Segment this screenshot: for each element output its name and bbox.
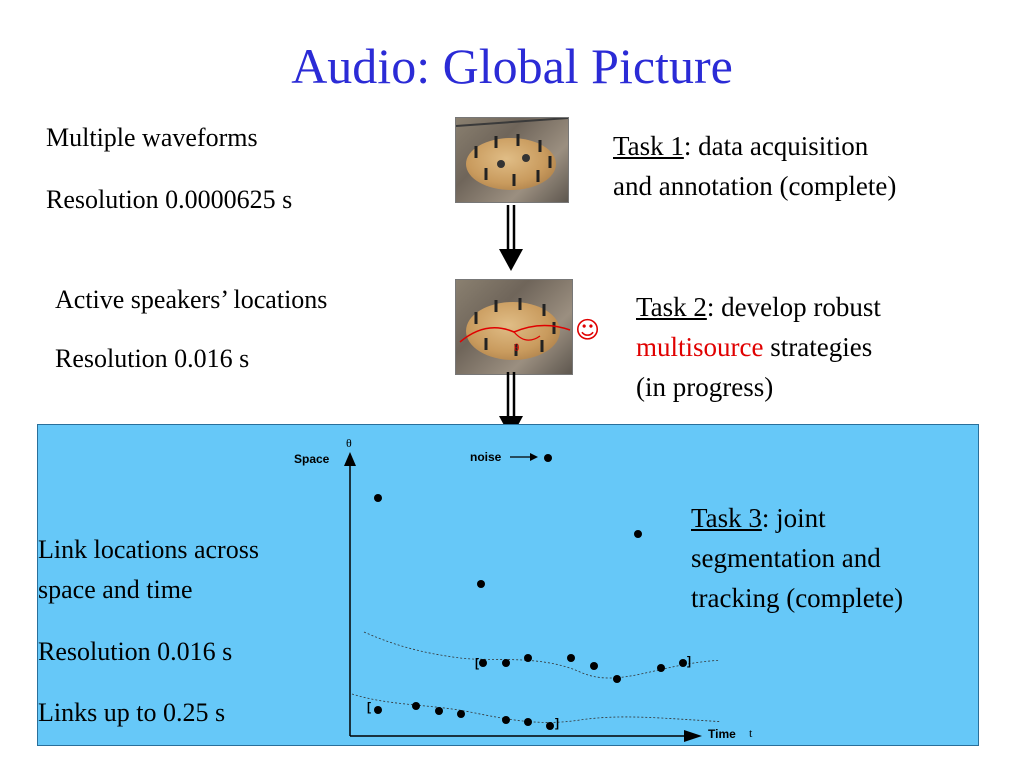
data-point	[477, 580, 485, 588]
data-point	[679, 659, 687, 667]
y-axis-label: Space	[294, 452, 330, 466]
slide-title: Audio: Global Picture	[291, 38, 733, 94]
noise-point	[544, 454, 552, 462]
track-lower-close-bracket: ]	[555, 716, 559, 730]
data-point	[590, 662, 598, 670]
task-3-label: Task 3	[691, 503, 762, 533]
space-time-plot	[344, 452, 720, 742]
track-upper-close-bracket: ]	[687, 654, 691, 668]
task-1-desc-b: and annotation (complete)	[613, 171, 897, 201]
resolution-1-label: Resolution 0.0000625 s	[46, 185, 293, 214]
speaker-face-icon: ☺	[575, 316, 601, 344]
data-point	[567, 654, 575, 662]
links-limit-label: Links up to 0.25 s	[38, 698, 226, 727]
waveforms-label: Multiple waveforms	[46, 123, 258, 152]
task-2-desc-c: (in progress)	[636, 372, 774, 402]
data-point	[479, 659, 487, 667]
task-2-label: Task 2	[636, 292, 707, 322]
task-2-text: Task 2: develop robust multisource strat…	[636, 287, 881, 407]
data-point	[412, 702, 420, 710]
data-point	[524, 718, 532, 726]
data-point	[613, 675, 621, 683]
data-point	[374, 494, 382, 502]
localization-overlay	[459, 298, 571, 356]
noise-label: noise	[470, 450, 502, 464]
task-3-text: Task 3: joint segmentation and tracking …	[691, 498, 903, 618]
track-lower	[351, 693, 720, 723]
data-point	[524, 654, 532, 662]
data-point	[657, 664, 665, 672]
task-2-desc-b: strategies	[763, 332, 873, 362]
data-point	[502, 716, 510, 724]
task-2-desc-a: : develop robust	[706, 292, 881, 322]
x-axis-symbol: t	[749, 726, 753, 740]
localization-photo: θ	[455, 279, 573, 375]
task-3-desc-a: : joint	[761, 503, 826, 533]
track-lower-open-bracket: [	[367, 700, 371, 714]
resolution-2-label: Resolution 0.016 s	[55, 344, 250, 373]
data-point	[634, 530, 642, 538]
task-3-desc-b: segmentation and	[691, 543, 881, 573]
tracking-panel	[37, 424, 979, 746]
data-point	[374, 706, 382, 714]
data-point	[502, 659, 510, 667]
theta-label: θ	[514, 342, 520, 354]
y-axis-arrowhead	[344, 452, 356, 466]
track-upper	[363, 631, 720, 679]
data-point	[546, 722, 554, 730]
noise-pointer-head	[530, 453, 538, 461]
speaker-locations-label: Active speakers’ locations	[55, 285, 328, 314]
y-axis-symbol: θ	[346, 436, 352, 450]
microphone-posts	[456, 118, 568, 186]
task-1-label: Task 1	[613, 131, 684, 161]
task-2-highlight: multisource	[636, 332, 764, 362]
resolution-3-label: Resolution 0.016 s	[38, 637, 233, 666]
down-arrow-1	[499, 205, 523, 271]
data-point	[435, 707, 443, 715]
task-1-text: Task 1: data acquisition and annotation …	[613, 126, 896, 206]
x-axis-label: Time	[708, 727, 736, 741]
task-1-desc-a: : data acquisition	[683, 131, 869, 161]
link-locations-label-2: space and time	[38, 575, 193, 604]
x-axis-arrowhead	[684, 730, 702, 742]
task-3-desc-c: tracking (complete)	[691, 583, 904, 613]
microphone-array-photo	[455, 117, 569, 203]
link-locations-label-1: Link locations across	[38, 535, 259, 564]
data-point	[457, 710, 465, 718]
track-upper-open-bracket: [	[475, 656, 479, 670]
